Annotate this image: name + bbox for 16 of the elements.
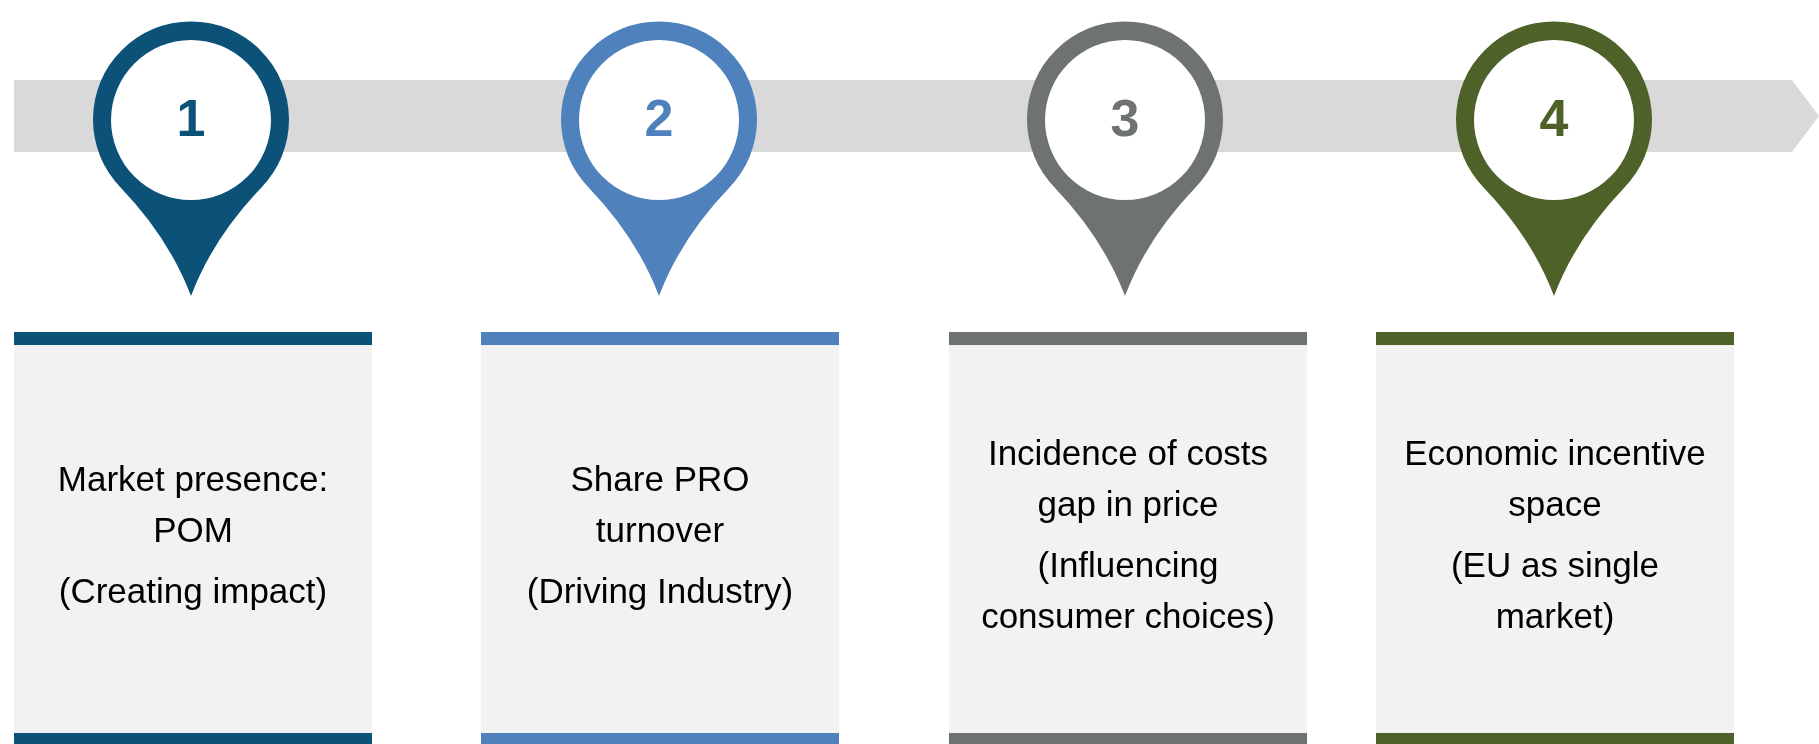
step-description: (Creating impact) (58, 569, 328, 612)
step-description: (Influencing consumer choices) (980, 544, 1276, 637)
step-number: 1 (175, 88, 207, 148)
step-card (481, 332, 839, 744)
step-number: 4 (1538, 88, 1570, 148)
step-description: (EU as single market) (1449, 544, 1661, 637)
step-heading: Market presence: POM (56, 457, 330, 551)
step-number: 2 (643, 88, 675, 148)
step-heading: Share PRO turnover (569, 457, 751, 551)
step-heading: Economic incentive space (1403, 432, 1707, 525)
step-card (14, 332, 372, 744)
step-number: 3 (1109, 88, 1141, 148)
step-card (949, 332, 1307, 744)
step-card (1376, 332, 1734, 744)
step-description: (Driving Industry) (526, 569, 794, 612)
step-heading: Incidence of costs gap in price (986, 432, 1270, 525)
